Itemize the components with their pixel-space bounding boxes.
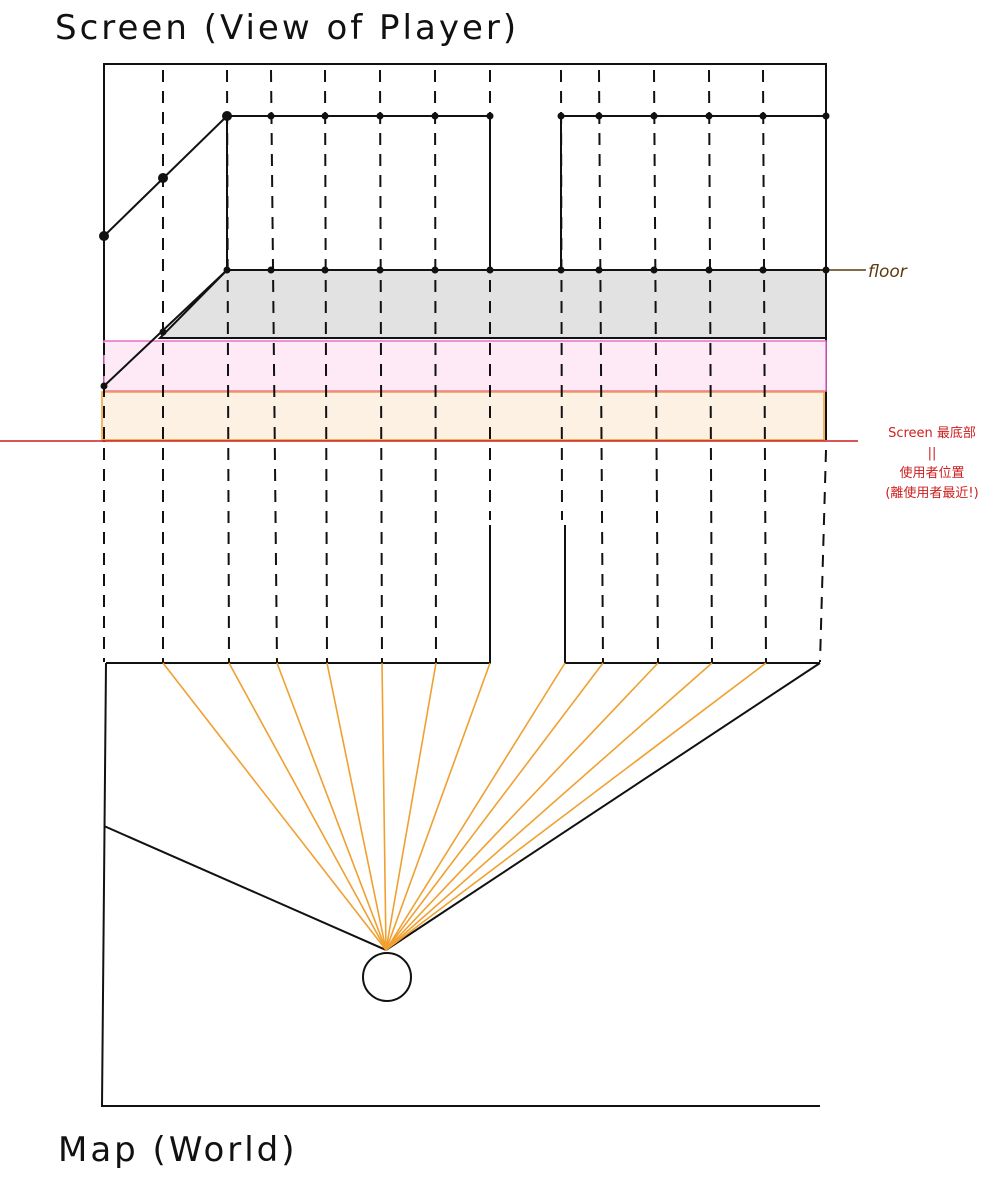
ray bbox=[385, 662, 566, 951]
ray bbox=[385, 662, 491, 951]
vertex-dot bbox=[759, 266, 767, 274]
ray bbox=[385, 662, 767, 951]
vertex-dot bbox=[595, 266, 603, 274]
screen-bottom-note: Screen 最底部 || 使用者位置 (離使用者最近!) bbox=[862, 424, 1000, 504]
projection-line bbox=[324, 69, 328, 663]
vertex-dot bbox=[822, 266, 830, 274]
projection-line bbox=[379, 69, 383, 663]
vertex-dot bbox=[822, 112, 830, 120]
projection-line bbox=[708, 69, 713, 663]
ray bbox=[381, 662, 387, 951]
wall-block-left bbox=[226, 115, 491, 270]
ray bbox=[326, 662, 387, 951]
floor-label: floor bbox=[868, 262, 907, 282]
pink-band bbox=[103, 340, 827, 392]
ray bbox=[385, 662, 659, 951]
projection-line bbox=[434, 69, 437, 663]
player-circle bbox=[362, 952, 412, 1002]
projection-line bbox=[819, 449, 827, 663]
map-boundary bbox=[100, 662, 820, 1107]
vertex-dots bbox=[99, 111, 830, 390]
map-title: Map (World) bbox=[58, 1130, 298, 1170]
screen-title: Screen (View of Player) bbox=[55, 8, 520, 48]
rays bbox=[162, 662, 767, 951]
map-wall-diagonal-right bbox=[385, 662, 821, 951]
projection-line bbox=[598, 69, 604, 663]
screen-bottom-note-line: 使用者位置 bbox=[899, 466, 965, 481]
projection-line bbox=[226, 69, 230, 663]
projection-line bbox=[762, 69, 767, 663]
ray bbox=[228, 662, 387, 951]
map-view bbox=[100, 525, 821, 1107]
ray bbox=[385, 662, 437, 951]
screen-bottom-note-line: Screen 最底部 bbox=[888, 426, 976, 441]
orange-band bbox=[101, 391, 825, 441]
ray bbox=[385, 662, 604, 951]
wall-block-right bbox=[560, 115, 827, 270]
map-wall-diagonal-left bbox=[103, 825, 387, 951]
left-wall-floor-edge bbox=[103, 269, 228, 387]
ray bbox=[162, 662, 387, 951]
screen-bottom-note-line: || bbox=[927, 446, 937, 461]
projection-line bbox=[653, 69, 659, 663]
screen-bottom-note-line: (離使用者最近!) bbox=[885, 486, 979, 501]
ray bbox=[276, 662, 387, 951]
projection-line bbox=[270, 69, 278, 663]
floor-region bbox=[157, 269, 827, 339]
vertex-dot bbox=[705, 266, 713, 274]
projection-lines bbox=[103, 69, 827, 663]
vertex-dot bbox=[650, 266, 658, 274]
screen-view bbox=[0, 63, 866, 442]
ray bbox=[385, 662, 713, 951]
vertex-dot bbox=[99, 231, 109, 241]
